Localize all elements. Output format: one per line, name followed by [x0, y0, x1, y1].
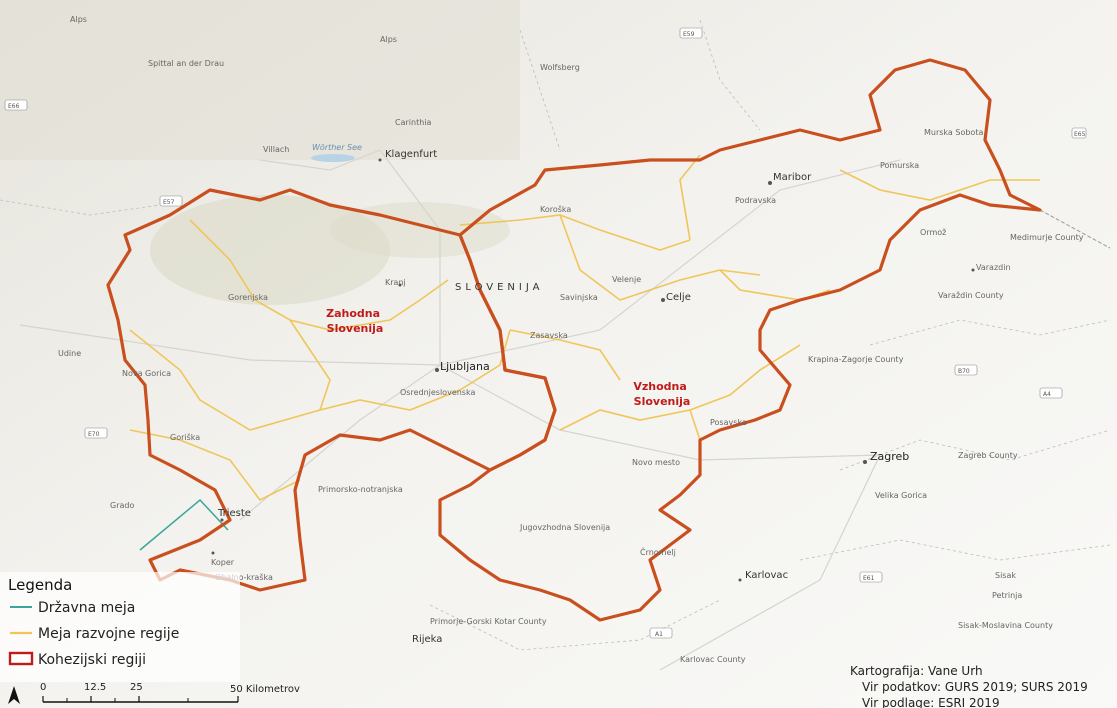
foreign-label: Varaždin County: [938, 291, 1004, 300]
city-label: Ljubljana: [440, 360, 490, 373]
subregion-label: Goriška: [170, 432, 200, 442]
country-label: SLOVENIJA: [455, 282, 543, 293]
subregion-label: Koroška: [540, 204, 571, 214]
subregion-label: Podravska: [735, 196, 776, 205]
scale-bar: 0 12.5 25 50 Kilometrov: [40, 682, 300, 703]
north-arrow-icon: [8, 686, 20, 704]
city-label: Velenje: [612, 275, 641, 284]
svg-text:E66: E66: [8, 103, 20, 110]
city-label: Spittal an der Drau: [148, 59, 224, 68]
city-label: Sisak: [995, 571, 1016, 580]
city-label: Udine: [58, 349, 81, 358]
subregion-label: Osrednjeslovenska: [400, 388, 475, 397]
city-markers: [211, 158, 975, 582]
legend-item-state-border: Državna meja: [38, 600, 135, 616]
scale-tick-2: 25: [130, 682, 143, 693]
city-label: Villach: [263, 145, 289, 154]
city-label: Nova Gorica: [122, 369, 171, 378]
city-label: Murska Sobota: [924, 128, 983, 137]
city-label: Celje: [666, 292, 691, 303]
svg-text:A1: A1: [655, 631, 663, 638]
foreign-label: Alps: [380, 35, 397, 44]
city-label: Maribor: [773, 172, 812, 183]
scale-tick-0: 0: [40, 682, 46, 693]
relief-alps: [0, 0, 520, 160]
scale-tick-1: 12.5: [84, 682, 106, 693]
city-label: Trieste: [217, 508, 251, 519]
svg-text:E59: E59: [683, 31, 695, 38]
region-label-zahodna: Zahodna Slovenija: [326, 307, 384, 335]
foreign-label: Alps: [70, 15, 87, 24]
svg-text:B70: B70: [958, 368, 970, 375]
svg-text:E57: E57: [163, 199, 175, 206]
city-labels: Ljubljana Maribor Celje Kranj Koper Trie…: [58, 59, 1016, 645]
svg-text:E61: E61: [863, 575, 875, 582]
subregion-label: Posavska: [710, 418, 747, 427]
cohesion-region-vzhodna: [438, 58, 1042, 622]
legend-background: [0, 572, 240, 682]
road-shields: E66 E57 B70 A1 E70 A4 E61 E59 E65: [4, 27, 1087, 639]
city-label: Varazdin: [976, 263, 1011, 272]
state-border-east: [1039, 209, 1111, 249]
subregion-label: Savinjska: [560, 293, 598, 302]
legend-title: Legenda: [8, 576, 72, 594]
state-border: [139, 498, 229, 551]
city-label: Karlovac: [745, 570, 788, 581]
relief-julian-alps: [150, 195, 390, 305]
foreign-label: Karlovac County: [680, 655, 746, 664]
foreign-label: Primorje-Gorski Kotar County: [430, 617, 547, 626]
foreign-label: Zagreb County: [958, 451, 1018, 460]
lake-label: Wörther See: [312, 143, 362, 152]
foreign-label: Krapina-Zagorje County: [808, 355, 904, 364]
subregion-label: Jugovzhodna Slovenija: [519, 523, 610, 532]
legend: Legenda Državna meja Meja razvojne regij…: [0, 572, 240, 682]
legend-item-regional-border: Meja razvojne regije: [38, 626, 179, 642]
svg-text:E70: E70: [88, 431, 100, 438]
city-label: Rijeka: [412, 634, 442, 645]
city-label: Novo mesto: [632, 458, 680, 467]
foreign-labels: Alps Alps Carinthia Medimurje County Var…: [70, 15, 1084, 664]
subregion-labels: Gorenjska Goriška Obalno-kraška Primorsk…: [170, 161, 919, 582]
subregion-label: Zasavska: [530, 331, 568, 340]
city-label: Ormož: [920, 228, 946, 237]
region-label-vzhodna: Vzhodna Slovenija: [633, 380, 690, 408]
subregion-label: Pomurska: [880, 161, 919, 170]
subregion-label: Obalno-kraška: [215, 572, 273, 582]
svg-text:A4: A4: [1043, 391, 1051, 398]
city-label: Kranj: [385, 278, 406, 287]
scale-tick-3: 50 Kilometrov: [230, 684, 300, 695]
credit-base-source: Vir podlage: ESRI 2019: [862, 696, 1000, 708]
city-label: Klagenfurt: [385, 149, 437, 160]
lake-woerthersee: [311, 154, 355, 162]
legend-symbol-cohesion: [8, 651, 34, 666]
city-label: Koper: [211, 558, 235, 567]
city-label: Wolfsberg: [540, 63, 580, 72]
legend-item-cohesion: Kohezijski regiji: [38, 652, 146, 668]
credit-cartography: Kartografija: Vane Urh: [850, 664, 983, 678]
city-label: Zagreb: [870, 450, 909, 463]
foreign-label: Medimurje County: [1010, 233, 1084, 242]
city-label: Grado: [110, 501, 134, 510]
subregion-label: Primorsko-notranjska: [318, 485, 403, 494]
foreign-label: Sisak-Moslavina County: [958, 621, 1053, 630]
foreign-label: Velika Gorica: [875, 491, 927, 500]
foreign-label: Carinthia: [395, 118, 432, 127]
subregion-label: Gorenjska: [228, 293, 268, 302]
city-label: Črnomelj: [640, 546, 676, 557]
roads: [19, 149, 901, 671]
foreign-label: Petrinja: [992, 591, 1022, 600]
credits: Kartografija: Vane Urh Vir podatkov: GUR…: [850, 664, 1088, 708]
svg-text:E65: E65: [1074, 131, 1086, 138]
credit-data-source: Vir podatkov: GURS 2019; SURS 2019: [862, 680, 1088, 694]
cohesion-region-zahodna: [106, 188, 557, 592]
